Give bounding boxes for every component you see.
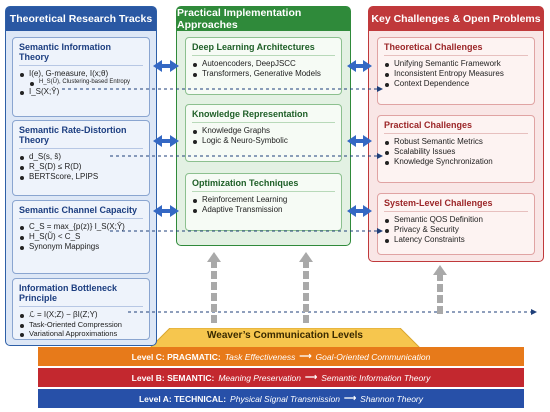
list-item: Latency Constraints: [384, 235, 528, 245]
semantic-information-theory-box: Semantic Information Theory I(e), G-meas…: [12, 37, 150, 117]
right-arrow-icon: ⟶: [299, 351, 312, 361]
level-label: Level B: SEMANTIC:: [131, 372, 215, 383]
semantic-channel-capacity-box: Semantic Channel Capacity C_S = max_{p(z…: [12, 200, 150, 274]
list-item: Privacy & Security: [384, 225, 528, 235]
key-challenges-column: Key Challenges & Open Problems Theoretic…: [368, 6, 544, 262]
list-item: H_S(Ũ), Clustering-based Entropy: [19, 79, 143, 87]
level-from: Meaning Preservation: [218, 372, 301, 383]
box-title: Optimization Techniques: [192, 178, 335, 192]
list-item: BERTScore, LPIPS: [19, 172, 143, 182]
key-challenges-title: Key Challenges & Open Problems: [369, 7, 543, 31]
level-a-technical-band: Level A: TECHNICAL: Physical Signal Tran…: [38, 389, 524, 408]
upward-arrow-2: [299, 252, 313, 323]
box-title: Knowledge Representation: [192, 109, 335, 123]
box-title: Theoretical Challenges: [384, 42, 528, 56]
semantic-rate-distortion-box: Semantic Rate-Distortion Theory d_S(s, ŝ…: [12, 120, 150, 196]
list-item: d_S(s, ŝ): [19, 152, 143, 162]
box-title: System-Level Challenges: [384, 198, 528, 212]
list-item: Transformers, Generative Models: [192, 69, 335, 79]
box-title: Semantic Rate-Distortion Theory: [19, 125, 143, 149]
box-title: Semantic Channel Capacity: [19, 205, 143, 219]
list-item: Task-Oriented Compression: [19, 320, 143, 329]
list-item: Knowledge Graphs: [192, 126, 335, 136]
box-title: Practical Challenges: [384, 120, 528, 134]
box-title: Semantic Information Theory: [19, 42, 143, 66]
theoretical-challenges-box: Theoretical Challenges Unifying Semantic…: [377, 37, 535, 105]
deep-learning-box: Deep Learning Architectures Autoencoders…: [185, 37, 342, 95]
level-b-semantic-band: Level B: SEMANTIC: Meaning Preservation …: [38, 368, 524, 387]
list-item: C_S = max_{p(z)} I_S(X;Ŷ): [19, 222, 143, 232]
list-item: Autoencoders, DeepJSCC: [192, 59, 335, 69]
list-item: Robust Semantic Metrics: [384, 137, 528, 147]
theoretical-research-column: Theoretical Research Tracks Semantic Inf…: [5, 6, 157, 346]
level-to: Semantic Information Theory: [321, 372, 431, 383]
upward-arrow-1: [207, 252, 221, 323]
level-c-pragmatic-band: Level C: PRAGMATIC: Task Effectiveness ⟶…: [38, 347, 524, 366]
list-item: Knowledge Synchronization: [384, 157, 528, 167]
practical-challenges-box: Practical Challenges Robust Semantic Met…: [377, 115, 535, 183]
theoretical-research-title: Theoretical Research Tracks: [6, 7, 156, 31]
list-item: Context Dependence: [384, 79, 528, 89]
list-item: I_S(X;Ŷ): [19, 87, 143, 97]
list-item: Variational Approximations: [19, 329, 143, 338]
level-from: Task Effectiveness: [224, 351, 296, 362]
list-item: R_S(D) ≤ R(D): [19, 162, 143, 172]
practical-implementation-column: Practical Implementation Approaches Deep…: [176, 6, 351, 246]
optimization-techniques-box: Optimization Techniques Reinforcement Le…: [185, 173, 342, 231]
level-from: Physical Signal Transmission: [230, 393, 340, 404]
box-title: Deep Learning Architectures: [192, 42, 335, 56]
list-item: Unifying Semantic Framework: [384, 59, 528, 69]
list-item: Inconsistent Entropy Measures: [384, 69, 528, 79]
weaver-levels-title: Weaver’s Communication Levels: [207, 330, 363, 341]
box-title: Information Bottleneck Principle: [19, 283, 143, 307]
list-item: Scalability Issues: [384, 147, 528, 157]
upward-arrow-3: [433, 265, 447, 314]
information-bottleneck-box: Information Bottleneck Principle ℒ = I(X…: [12, 278, 150, 340]
right-arrow-icon: ⟶: [343, 393, 357, 403]
list-item: Logic & Neuro-Symbolic: [192, 136, 335, 146]
list-item: Semantic QOS Definition: [384, 215, 528, 225]
knowledge-representation-box: Knowledge Representation Knowledge Graph…: [185, 104, 342, 162]
level-to: Goal-Oriented Communication: [315, 351, 431, 362]
list-item: I(e), G-measure, I(x;θ): [19, 69, 143, 79]
list-item: ℒ = I(X;Z) − βI(Z;Y): [19, 310, 143, 320]
level-label: Level C: PRAGMATIC:: [131, 351, 221, 362]
right-arrow-icon: ⟶: [305, 372, 318, 382]
level-label: Level A: TECHNICAL:: [138, 393, 227, 404]
system-level-challenges-box: System-Level Challenges Semantic QOS Def…: [377, 193, 535, 255]
list-item: Synonym Mappings: [19, 242, 143, 252]
list-item: Adaptive Transmission: [192, 205, 335, 215]
list-item: H_S(Ũ) < C_S: [19, 232, 143, 242]
list-item: Reinforcement Learning: [192, 195, 335, 205]
practical-implementation-title: Practical Implementation Approaches: [177, 7, 350, 31]
level-to: Shannon Theory: [360, 393, 424, 404]
